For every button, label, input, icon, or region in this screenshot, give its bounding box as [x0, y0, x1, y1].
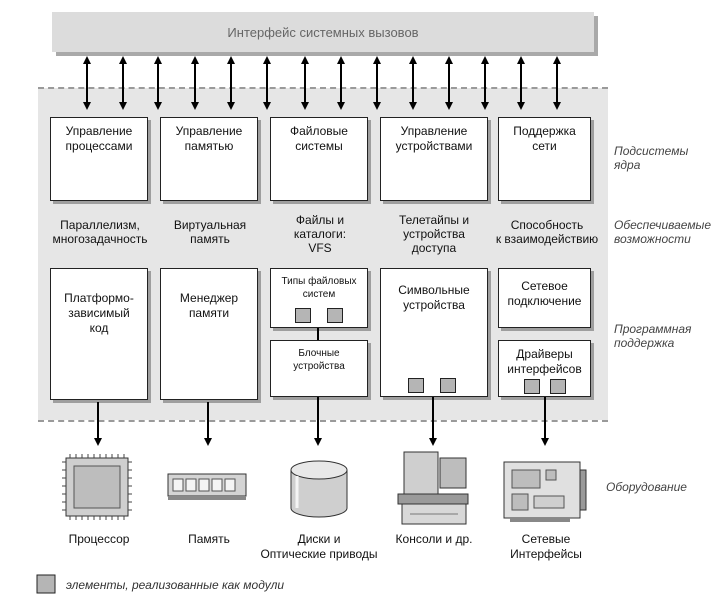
char-devices-box: Символьные устройства	[380, 268, 488, 397]
network-card-icon	[503, 461, 587, 522]
legend-module-square	[36, 574, 56, 594]
top-dashed-line	[38, 87, 608, 89]
hardware-label-network: Сетевые Интерфейсы	[510, 532, 582, 561]
side-label-features: Обеспечиваемые возможности	[614, 218, 712, 246]
subsystem-label: Файловые системы	[290, 124, 348, 153]
feature-virtual-memory: Виртуальная память	[173, 218, 247, 246]
side-label-hardware: Оборудование	[606, 480, 687, 494]
memory-module-icon	[167, 473, 247, 500]
cpu-icon	[62, 454, 132, 520]
side-label-kernel-subsystems: Подсистемы ядра	[614, 144, 689, 172]
syscall-interface-label: Интерфейс системных вызовов	[227, 24, 419, 40]
syscall-interface-bar: Интерфейс системных вызовов	[52, 12, 594, 52]
legend-text: элементы, реализованные как модули	[66, 578, 285, 592]
subsystem-label: Управление процессами	[65, 124, 133, 153]
hardware-label-disks: Диски и Оптические приводы	[260, 532, 378, 561]
module-square	[408, 378, 424, 393]
hardware-label-memory: Память	[188, 532, 230, 546]
module-square	[440, 378, 456, 393]
subsystem-label: Управление устройствами	[395, 124, 473, 153]
subsystem-device-management: Управление устройствами	[380, 117, 488, 201]
module-square	[524, 379, 540, 394]
block-devices-box: Блочные устройства	[270, 340, 368, 397]
platform-dependent-code-box: Платформо- зависимый код	[50, 268, 148, 400]
interface-drivers-label: Драйверы интерфейсов	[507, 347, 582, 376]
fs-types-label: Типы файловых систем	[281, 276, 357, 300]
console-terminal-icon	[397, 451, 469, 525]
feature-ttys: Телетайпы и устройства доступа	[398, 213, 470, 255]
interface-drivers-box: Драйверы интерфейсов	[498, 340, 591, 397]
subsystem-filesystems: Файловые системы	[270, 117, 368, 201]
char-devices-label: Символьные устройства	[398, 283, 470, 312]
subsystem-process-management: Управление процессами	[50, 117, 148, 201]
platform-dependent-code-label: Платформо- зависимый код	[64, 291, 134, 335]
module-square	[295, 308, 311, 323]
bottom-dashed-line	[38, 420, 608, 422]
feature-multitasking: Параллелизм, многозадачность	[52, 218, 148, 246]
module-square	[327, 308, 343, 323]
memory-manager-label: Менеджер памяти	[179, 291, 239, 320]
side-label-software-support: Программная поддержка	[614, 322, 692, 350]
memory-manager-box: Менеджер памяти	[160, 268, 258, 400]
feature-connectivity: Способность к взаимодействию	[495, 218, 599, 246]
subsystem-network-support: Поддержка сети	[498, 117, 591, 201]
network-connection-box: Сетевое подключение	[498, 268, 591, 328]
subsystem-memory-management: Управление памятью	[160, 117, 258, 201]
fs-types-box: Типы файловых систем	[270, 268, 368, 328]
feature-vfs: Файлы и каталоги: VFS	[293, 213, 347, 255]
subsystem-label: Поддержка сети	[513, 124, 576, 153]
hardware-label-cpu: Процессор	[68, 532, 130, 546]
disk-cylinder-icon	[290, 460, 348, 518]
network-connection-label: Сетевое подключение	[507, 279, 582, 308]
block-devices-label: Блочные устройства	[293, 348, 345, 372]
module-square	[550, 379, 566, 394]
subsystem-label: Управление памятью	[175, 124, 243, 153]
hardware-label-consoles: Консоли и др.	[395, 532, 473, 546]
